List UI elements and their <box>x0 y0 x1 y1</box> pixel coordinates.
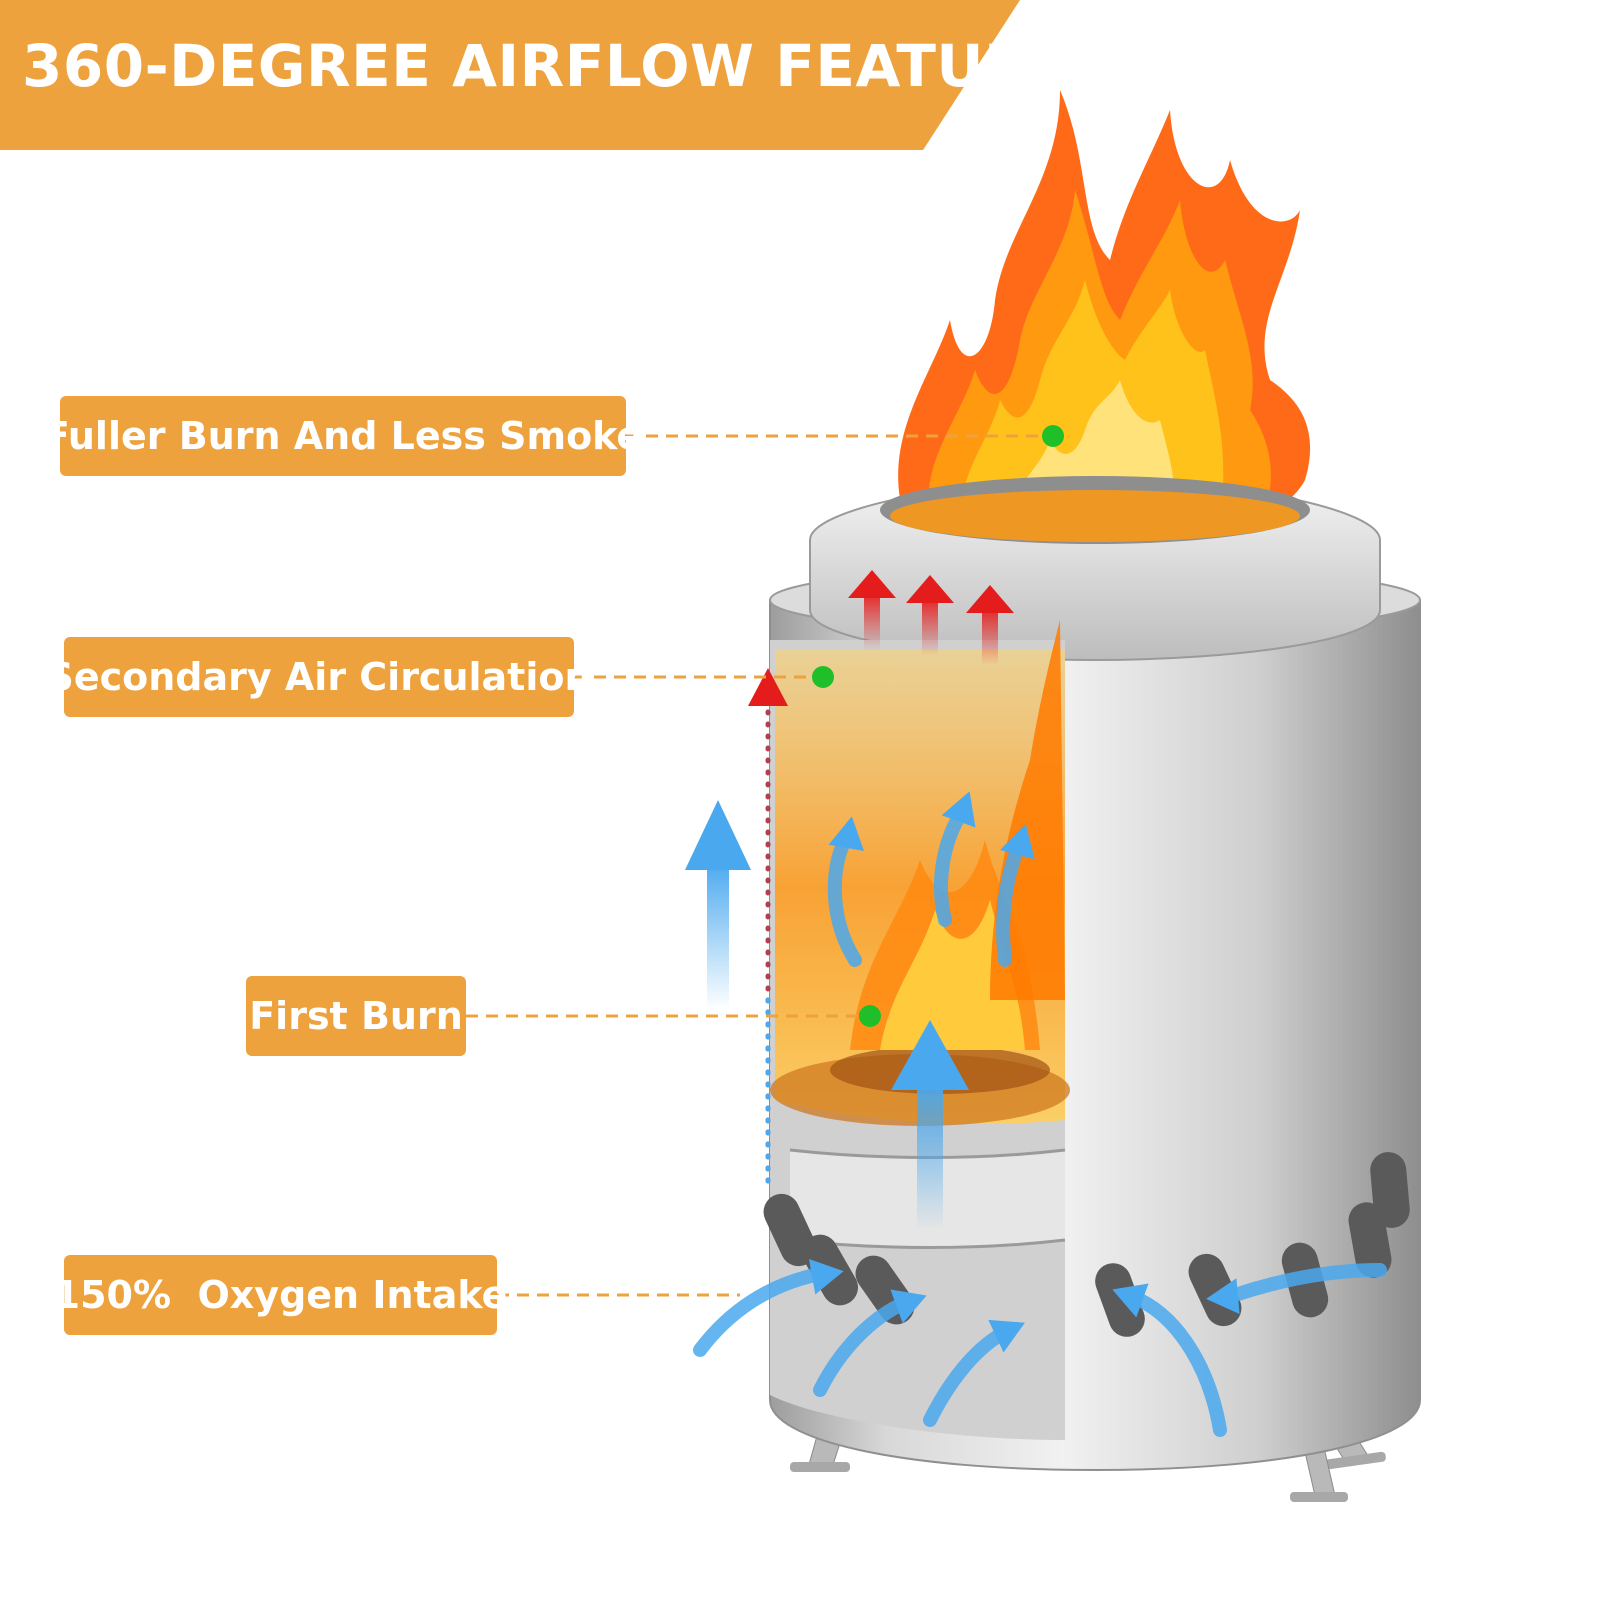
airflow-arrow-inner-2-curve <box>933 808 967 927</box>
leader-lines <box>466 434 1045 1297</box>
airflow-arrow-intake-4-curve <box>1133 1293 1227 1437</box>
page-title: 360-DEGREE AIRFLOW FEATURE <box>22 32 1070 100</box>
callout-oxygen-intake-label: 150% Oxygen Intake <box>53 1273 508 1317</box>
hot-air-arrow-shaft <box>922 595 938 655</box>
airflow-arrow-inner-3-curve <box>996 841 1025 967</box>
cutaway-interior <box>770 620 1070 1440</box>
callout-fuller-burn: Fuller Burn And Less Smoke <box>44 396 642 476</box>
hot-air-arrow-head <box>906 575 954 603</box>
airflow-arrow-left-head <box>685 800 751 870</box>
vent-hole <box>1370 1152 1410 1228</box>
airflow-arrow-center-shaft <box>917 1080 943 1230</box>
callout-secondary-air: Secondary Air Circulation <box>46 637 592 717</box>
marker-dot-secondary-air <box>812 666 834 688</box>
airflow-arrow-intake-5-head <box>1206 1278 1240 1315</box>
marker-dot-first-burn <box>859 1005 881 1027</box>
airflow-arrow-inner-3-head <box>1000 823 1035 860</box>
hot-air-arrow-head <box>848 570 896 598</box>
secondary-air-path <box>748 668 788 1193</box>
airflow-arrow-inner-2-head <box>941 791 976 828</box>
airflow-arrow-intake-2-head <box>890 1289 927 1324</box>
hot-air-arrow-shaft <box>982 605 998 665</box>
marker-dots <box>812 425 1064 1027</box>
hot-air-arrow-shaft <box>864 590 880 650</box>
callout-secondary-air-label: Secondary Air Circulation <box>46 655 592 699</box>
flame-icon <box>898 90 1311 530</box>
airflow-arrow-intake-1-head <box>809 1259 844 1295</box>
marker-dot-fuller-burn <box>1042 425 1064 447</box>
airflow-arrow-intake-5-curve <box>1228 1263 1387 1302</box>
airflow-arrow-intake-1-curve <box>693 1268 822 1357</box>
vent-hole <box>1095 1263 1145 1337</box>
arrow-up-icon <box>748 668 788 706</box>
airflow-arrow-inner-1-head <box>828 816 864 851</box>
airflow-arrow-intake-2-curve <box>813 1298 907 1397</box>
airflow-arrow-intake-4-head <box>1112 1283 1149 1318</box>
airflow-arrow-inner-1-curve <box>827 833 862 967</box>
callout-first-burn: First Burn <box>246 976 466 1056</box>
callout-oxygen-intake: 150% Oxygen Intake <box>54 1255 507 1335</box>
airflow-arrow-left-shaft <box>707 860 729 1010</box>
callout-fuller-burn-label: Fuller Burn And Less Smoke <box>43 414 643 458</box>
hot-air-arrow-head <box>966 585 1014 613</box>
airflow-arrow-intake-3-curve <box>923 1328 1007 1427</box>
stove-top-rim <box>809 476 1381 662</box>
airflow-arrow-center-head <box>891 1020 969 1090</box>
hot-air-arrows <box>848 570 1014 665</box>
airflow-arrows <box>685 791 1387 1437</box>
airflow-arrow-intake-3-head <box>988 1319 1025 1353</box>
header-banner <box>0 0 1020 150</box>
callout-first-burn-label: First Burn <box>249 994 463 1038</box>
